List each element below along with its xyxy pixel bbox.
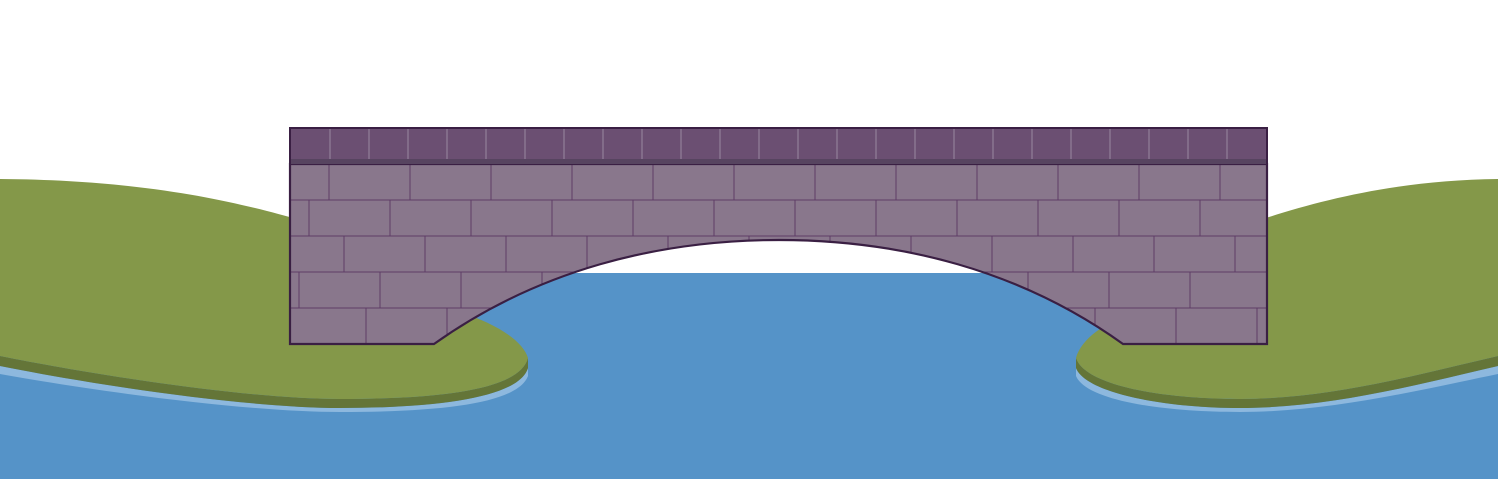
left-bank-edge (0, 356, 528, 408)
bridge-coping-joints (329, 129, 1228, 159)
bridge-coping-strip (291, 159, 1266, 164)
bridge-coping (289, 127, 1268, 165)
left-bank-water-highlight (0, 366, 528, 412)
bridge-masonry (290, 164, 1267, 344)
right-bank-edge (1076, 356, 1498, 408)
stone-bridge (288, 127, 1269, 346)
right-bank-water-highlight (1076, 366, 1498, 412)
bridge-outline (288, 162, 1269, 346)
